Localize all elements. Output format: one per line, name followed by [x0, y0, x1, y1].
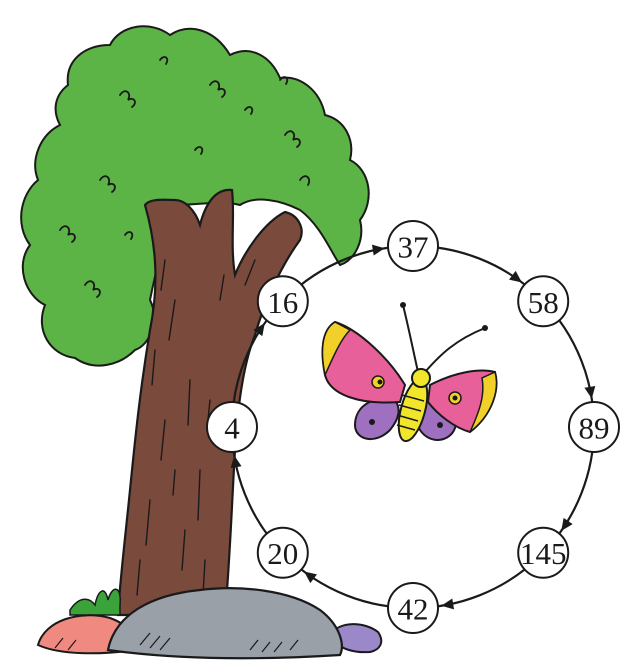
butterfly-lower-wing-left — [353, 397, 400, 440]
cycle-arrowhead — [253, 323, 265, 337]
cycle-node-89: 89 — [568, 401, 620, 453]
cycle-node-42: 42 — [387, 582, 439, 634]
grass-tuft — [69, 588, 121, 616]
butterfly-antenna-left — [402, 304, 419, 373]
cycle-node-circle — [568, 401, 620, 453]
cycle-node-label: 4 — [224, 411, 240, 446]
bark-details — [136, 259, 256, 596]
butterfly-antenna-right — [424, 327, 486, 373]
tree-foliage — [20, 25, 370, 367]
number-cycle: 37 58 89 145 42 20 4 16 — [206, 220, 620, 634]
tree-illustration — [20, 25, 370, 617]
cycle-nodes: 37 58 89 145 42 20 4 16 — [206, 220, 620, 634]
rocks-illustration — [36, 587, 383, 660]
cycle-node-label: 16 — [267, 285, 298, 320]
cycle-node-label: 89 — [579, 411, 610, 446]
cycle-node-circle — [256, 526, 309, 579]
cycle-node-20: 20 — [256, 526, 309, 579]
cycle-arrows — [230, 244, 596, 610]
cycle-node-label: 20 — [267, 536, 298, 571]
cycle-node-145: 145 — [517, 526, 570, 579]
cycle-arrowhead — [441, 598, 455, 610]
foliage-details — [59, 56, 311, 298]
butterfly-illustration — [321, 302, 498, 443]
cycle-node-label: 145 — [520, 536, 567, 571]
cycle-arrowhead — [371, 244, 385, 256]
cycle-arrowhead — [584, 385, 596, 399]
cycle-node-circle — [517, 526, 570, 579]
cycle-arrowhead — [509, 270, 522, 283]
cycle-node-16: 16 — [256, 275, 309, 328]
cycle-node-label: 42 — [398, 592, 429, 627]
butterfly-head — [411, 368, 431, 388]
cycle-node-4: 4 — [206, 401, 258, 453]
cycle-node-37: 37 — [387, 220, 439, 272]
cycle-arrowhead — [230, 455, 242, 469]
cycle-node-circle — [387, 220, 439, 272]
butterfly-wing-edge-right — [469, 370, 498, 433]
cycle-node-circle — [256, 275, 309, 328]
cycle-node-circle — [206, 401, 258, 453]
gray-rock — [106, 587, 343, 660]
cycle-node-circle — [387, 582, 439, 634]
cycle-node-label: 58 — [528, 285, 559, 320]
cycle-node-circle — [517, 275, 570, 328]
rock-hatching — [54, 632, 299, 653]
cycle-arrowhead — [304, 571, 317, 584]
butterfly-wing-edge-left — [321, 321, 352, 378]
cycle-node-58: 58 — [517, 275, 570, 328]
cycle-arrowhead — [561, 517, 573, 531]
cycle-node-label: 37 — [398, 230, 429, 265]
